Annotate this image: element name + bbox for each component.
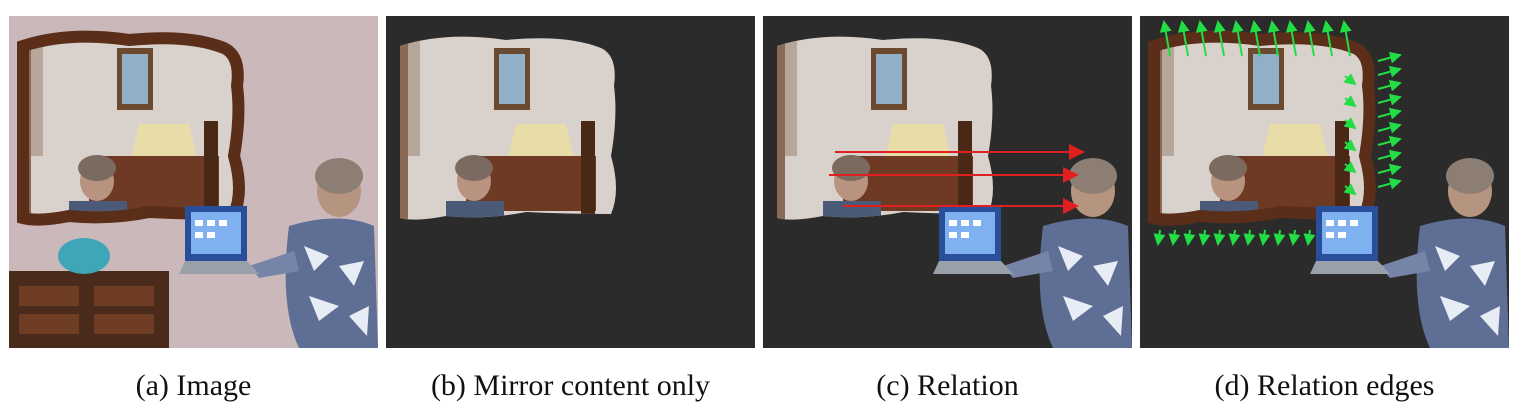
edge-arrow bbox=[1377, 163, 1402, 176]
caption-mirror-content: (b) Mirror content only bbox=[430, 369, 711, 402]
edge-arrow bbox=[1377, 107, 1402, 120]
edge-arrow bbox=[1258, 229, 1271, 246]
mirror-content-image bbox=[386, 16, 755, 348]
edge-arrow bbox=[1267, 20, 1280, 57]
bag bbox=[58, 238, 110, 274]
edge-arrow bbox=[1377, 177, 1402, 190]
edge-arrow bbox=[1343, 117, 1357, 130]
edge-arrow bbox=[1303, 229, 1316, 246]
edge-arrow bbox=[1273, 229, 1286, 246]
full-scene-image bbox=[9, 16, 378, 348]
edge-arrow bbox=[1243, 229, 1256, 246]
edge-arrow bbox=[1231, 20, 1244, 57]
edge-arrow bbox=[1343, 139, 1357, 152]
relation-edges-image bbox=[1140, 16, 1509, 348]
edge-arrow bbox=[1183, 229, 1196, 246]
edge-arrow bbox=[1343, 95, 1357, 108]
edge-arrow bbox=[1343, 161, 1357, 174]
edge-arrow bbox=[1377, 51, 1402, 64]
panel-image bbox=[9, 16, 378, 348]
edge-arrow bbox=[1159, 20, 1172, 57]
edge-arrow bbox=[1177, 20, 1190, 57]
edge-arrow bbox=[1377, 93, 1402, 106]
mirror-frame bbox=[1148, 30, 1376, 226]
edge-arrow bbox=[1285, 20, 1298, 57]
edge-arrow bbox=[1377, 79, 1402, 92]
edge-arrow bbox=[1249, 20, 1262, 57]
edge-arrow bbox=[1213, 229, 1226, 246]
panel-mirror-content bbox=[386, 16, 755, 348]
edge-arrow bbox=[1339, 20, 1352, 57]
edge-arrow bbox=[1168, 229, 1181, 246]
edge-arrow bbox=[1198, 229, 1211, 246]
edge-arrow bbox=[1153, 229, 1166, 246]
caption-image: (a) Image bbox=[135, 369, 252, 402]
edge-arrow bbox=[1343, 183, 1357, 196]
caption-relation: (c) Relation bbox=[876, 369, 1019, 402]
edge-arrow bbox=[1377, 135, 1402, 148]
edge-arrow bbox=[1343, 73, 1357, 86]
edge-arrow bbox=[1228, 229, 1241, 246]
edge-arrow bbox=[1195, 20, 1208, 57]
edge-arrow bbox=[1288, 229, 1301, 246]
dresser bbox=[9, 271, 169, 348]
edge-arrow bbox=[1213, 20, 1226, 57]
mirror-frame bbox=[17, 30, 245, 226]
edge-arrows bbox=[1153, 20, 1402, 246]
edge-arrow bbox=[1377, 65, 1402, 78]
panel-relation-edges bbox=[1140, 16, 1509, 348]
edge-arrow bbox=[1377, 121, 1402, 134]
panel-relation bbox=[763, 16, 1132, 348]
caption-relation-edges: (d) Relation edges bbox=[1214, 369, 1435, 402]
edge-arrow bbox=[1321, 20, 1334, 57]
edge-arrow bbox=[1303, 20, 1316, 57]
relation-image bbox=[763, 16, 1132, 348]
edge-arrow bbox=[1377, 149, 1402, 162]
